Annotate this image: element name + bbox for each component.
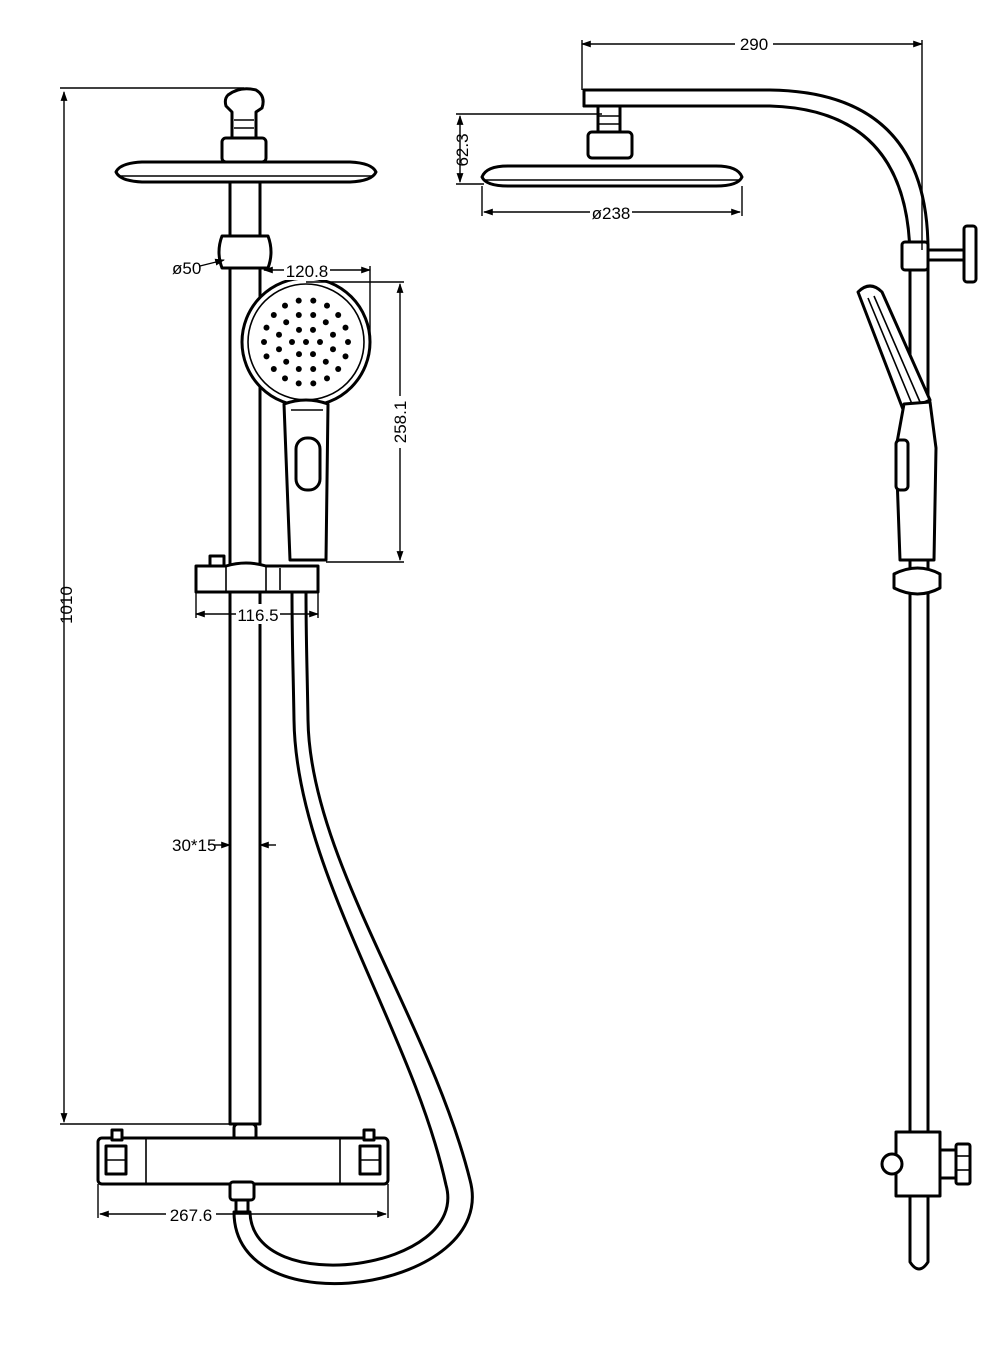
dim-label-bg	[590, 202, 632, 222]
nozzle-dot	[324, 375, 330, 382]
nozzle-dot	[303, 339, 309, 345]
side-wall-plate	[962, 224, 978, 284]
nozzle-dot	[295, 366, 302, 372]
dim-arm-reach: 290	[740, 35, 768, 54]
side-valve-inlet	[938, 1148, 958, 1180]
nozzle-dot	[296, 326, 302, 333]
dim-label-bg	[284, 260, 330, 280]
side-hand-shower-head	[856, 284, 932, 414]
nozzle-dot	[330, 346, 336, 353]
dim-hand-width: 120.8	[286, 262, 329, 281]
side-rain-head	[480, 164, 744, 188]
dim-head-diameter: ø238	[592, 204, 631, 223]
nozzle-dot	[310, 351, 316, 358]
front-head-knob	[223, 87, 265, 140]
nozzle-dot	[310, 326, 316, 333]
nozzle-dot	[283, 319, 290, 326]
nozzle-dot	[261, 339, 267, 345]
dim-slider-width: 116.5	[237, 606, 278, 625]
dim-hand-length: 258.1	[391, 401, 410, 444]
dim-label-bg	[390, 396, 410, 448]
nozzle-dot	[270, 366, 277, 372]
nozzle-dot	[276, 346, 282, 353]
nozzle-dot	[324, 302, 330, 309]
dim-total-height: 1010	[57, 586, 76, 624]
nozzle-dot	[335, 366, 342, 372]
hand-shower-nozzles	[261, 297, 351, 387]
valve-nub	[362, 1128, 376, 1142]
nozzle-dot	[342, 353, 349, 360]
side-bracket-clamp	[900, 240, 930, 272]
side-hand-button	[894, 438, 910, 492]
side-arm-inner	[582, 104, 912, 1192]
front-valve-body	[96, 1136, 390, 1186]
nozzle-dot	[282, 302, 288, 309]
hand-shower-button	[294, 436, 322, 492]
front-view	[96, 87, 474, 1286]
dim-valve-width: 267.6	[170, 1206, 213, 1225]
dimension-lines: 1010 290 62.3 ø238 ø50 120.8 258.1	[57, 34, 923, 1225]
nozzle-dot	[310, 312, 317, 318]
nozzle-dot	[295, 297, 302, 304]
front-rain-head	[114, 160, 378, 184]
side-bracket-arm	[926, 248, 968, 262]
dim-holder-leader	[199, 258, 225, 267]
nozzle-dot	[322, 319, 329, 326]
hose-outlet-nut	[228, 1180, 256, 1202]
nozzle-dot	[289, 339, 295, 345]
front-head-neck	[220, 136, 268, 164]
nozzle-dot	[283, 358, 290, 365]
dim-rail-section: 30*15	[172, 836, 216, 855]
side-slider	[892, 566, 942, 596]
nozzle-dot	[342, 324, 349, 331]
side-hand-line	[873, 295, 921, 403]
dim-label-bg	[166, 1204, 216, 1224]
nozzle-dot	[335, 312, 342, 318]
nozzle-dot	[282, 375, 288, 382]
nozzle-dot	[310, 297, 317, 304]
side-head-nut	[596, 104, 622, 134]
side-hand-line	[867, 297, 913, 405]
dim-head-height: 62.3	[453, 133, 472, 166]
side-arm-outer	[582, 88, 930, 1192]
side-valve-knob	[880, 1152, 904, 1176]
side-view	[480, 88, 978, 1271]
dim-holder-diameter: ø50	[172, 259, 201, 278]
nozzle-dot	[322, 358, 329, 365]
nozzle-dot	[310, 380, 317, 387]
nozzle-dot	[330, 331, 336, 338]
hose-outlet-stem	[234, 1198, 250, 1214]
slider-tab	[208, 554, 226, 568]
nozzle-dot	[296, 351, 302, 358]
nozzle-dot	[310, 366, 317, 372]
valve-nub	[110, 1128, 124, 1142]
nozzle-dot	[295, 380, 302, 387]
nozzle-dot	[263, 353, 270, 360]
nozzle-dot	[276, 331, 282, 338]
nozzle-dot	[263, 324, 270, 331]
front-holder	[217, 234, 273, 270]
hose-outer	[232, 590, 474, 1286]
nozzle-dot	[295, 312, 302, 318]
dim-label-bg	[236, 604, 280, 624]
nozzle-dot	[270, 312, 277, 318]
side-valve-nut	[954, 1142, 972, 1186]
side-lower-rail	[908, 1194, 930, 1271]
dim-label-bg	[735, 34, 773, 54]
hose-inner	[248, 590, 450, 1267]
side-head-neck	[586, 130, 634, 160]
nozzle-dot	[345, 339, 351, 345]
nozzle-dot	[317, 339, 323, 345]
